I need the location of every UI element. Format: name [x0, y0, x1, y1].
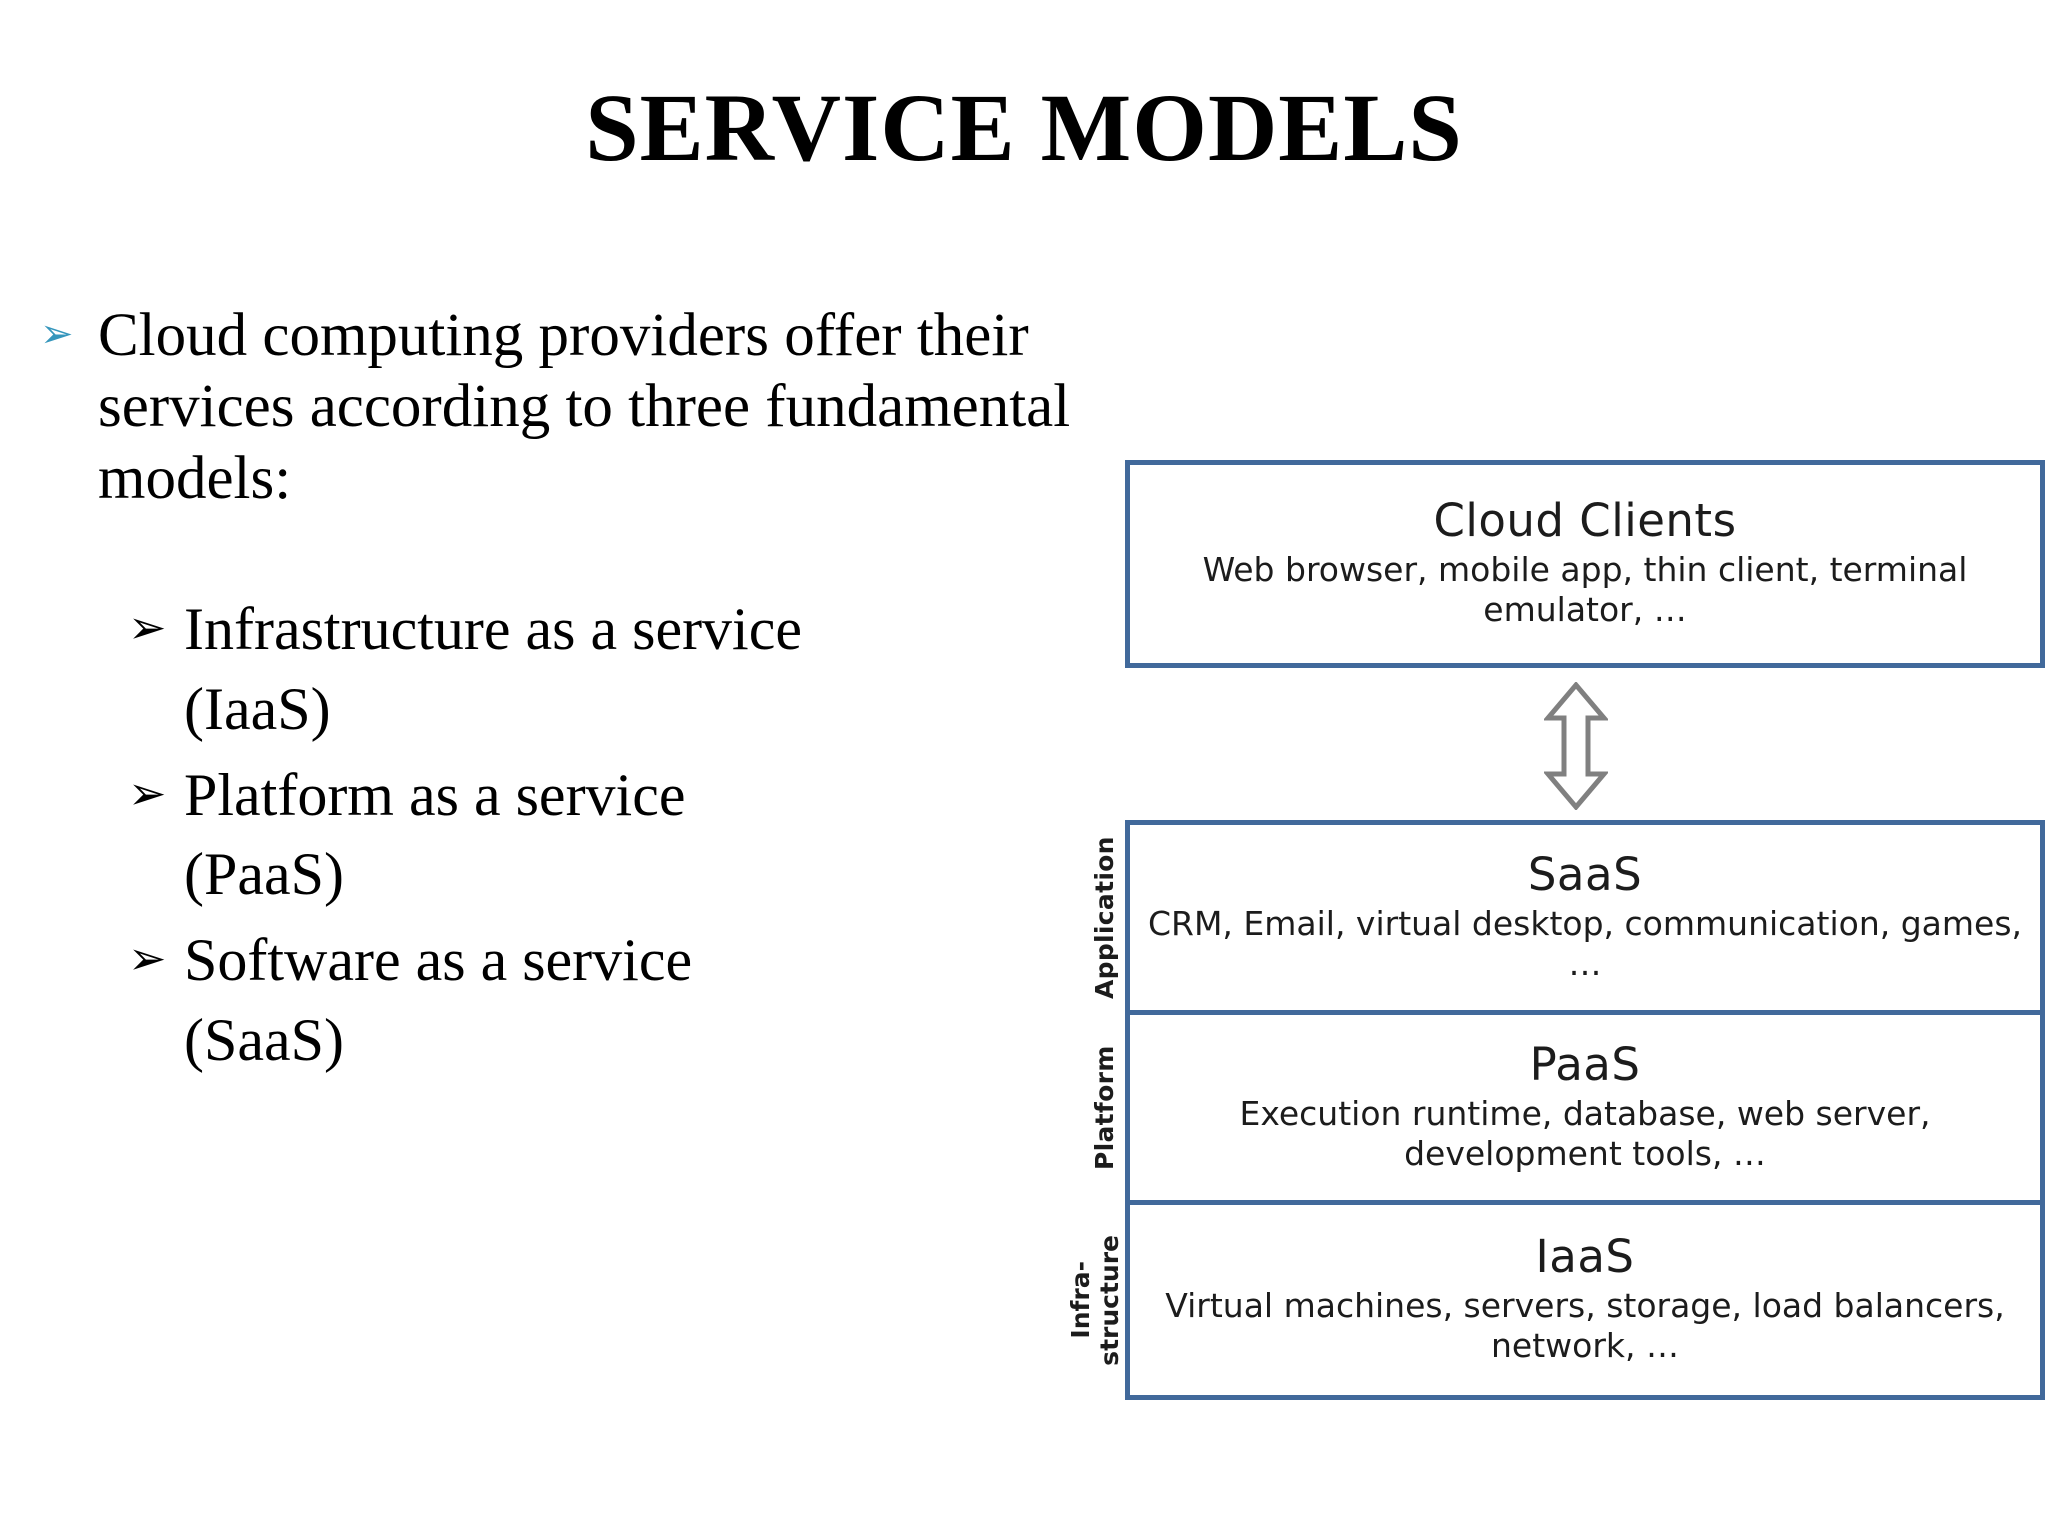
arrow-bullet-icon: ➢ [128, 602, 167, 654]
list-item-paas: ➢ Platform as a service (PaaS) [128, 756, 1080, 916]
list-item-abbreviation: (SaaS) [184, 1007, 344, 1074]
box-description: Virtual machines, servers, storage, load… [1165, 1286, 2005, 1366]
lead-bullet-text: Cloud computing providers offer their se… [98, 302, 1071, 512]
diagram-box-saas: SaaS CRM, Email, virtual desktop, commun… [1125, 820, 2045, 1015]
box-title: SaaS [1527, 847, 1643, 901]
side-label-infrastructure-line2: structure [1095, 1234, 1124, 1366]
box-description: Web browser, mobile app, thin client, te… [1202, 550, 1968, 630]
box-description: Execution runtime, database, web server,… [1239, 1093, 1931, 1173]
side-label-application: Application [1090, 836, 1119, 999]
list-item-iaas: ➢ Infrastructure as a service (IaaS) [128, 590, 1080, 750]
list-item-saas: ➢ Software as a service (SaaS) [128, 921, 1080, 1081]
arrow-bullet-icon: ➢ [128, 767, 167, 819]
list-item-abbreviation: (PaaS) [184, 841, 344, 908]
box-description: CRM, Email, virtual desktop, communicati… [1147, 903, 2023, 983]
arrow-bullet-icon: ➢ [128, 933, 167, 985]
double-headed-arrow-icon [1542, 681, 1610, 811]
list-item-label: Software as a service [184, 927, 693, 994]
service-models-list: ➢ Infrastructure as a service (IaaS) ➢ P… [40, 590, 1080, 1081]
diagram-box-cloud-clients: Cloud Clients Web browser, mobile app, t… [1125, 460, 2045, 668]
box-title: IaaS [1535, 1230, 1635, 1284]
diagram-box-iaas: IaaS Virtual machines, servers, storage,… [1125, 1200, 2045, 1400]
side-label-infrastructure-line1: Infra- [1066, 1261, 1095, 1339]
lead-bullet-item: ➢ Cloud computing providers offer their … [40, 300, 1080, 514]
list-item-abbreviation: (IaaS) [184, 675, 331, 742]
content-text-column: ➢ Cloud computing providers offer their … [40, 300, 1080, 1087]
diagram-box-paas: PaaS Execution runtime, database, web se… [1125, 1010, 2045, 1205]
side-label-infrastructure: Infra- structure [1064, 1200, 1126, 1400]
box-title: Cloud Clients [1433, 494, 1737, 548]
cloud-service-models-diagram: Cloud Clients Web browser, mobile app, t… [1066, 460, 2048, 1496]
arrow-bullet-icon: ➢ [40, 311, 74, 356]
list-item-label: Infrastructure as a service [184, 596, 802, 663]
page-title: SERVICE MODELS [585, 74, 1463, 181]
side-label-platform: Platform [1090, 1045, 1119, 1170]
box-title: PaaS [1529, 1037, 1641, 1091]
list-item-label: Platform as a service [184, 761, 686, 828]
